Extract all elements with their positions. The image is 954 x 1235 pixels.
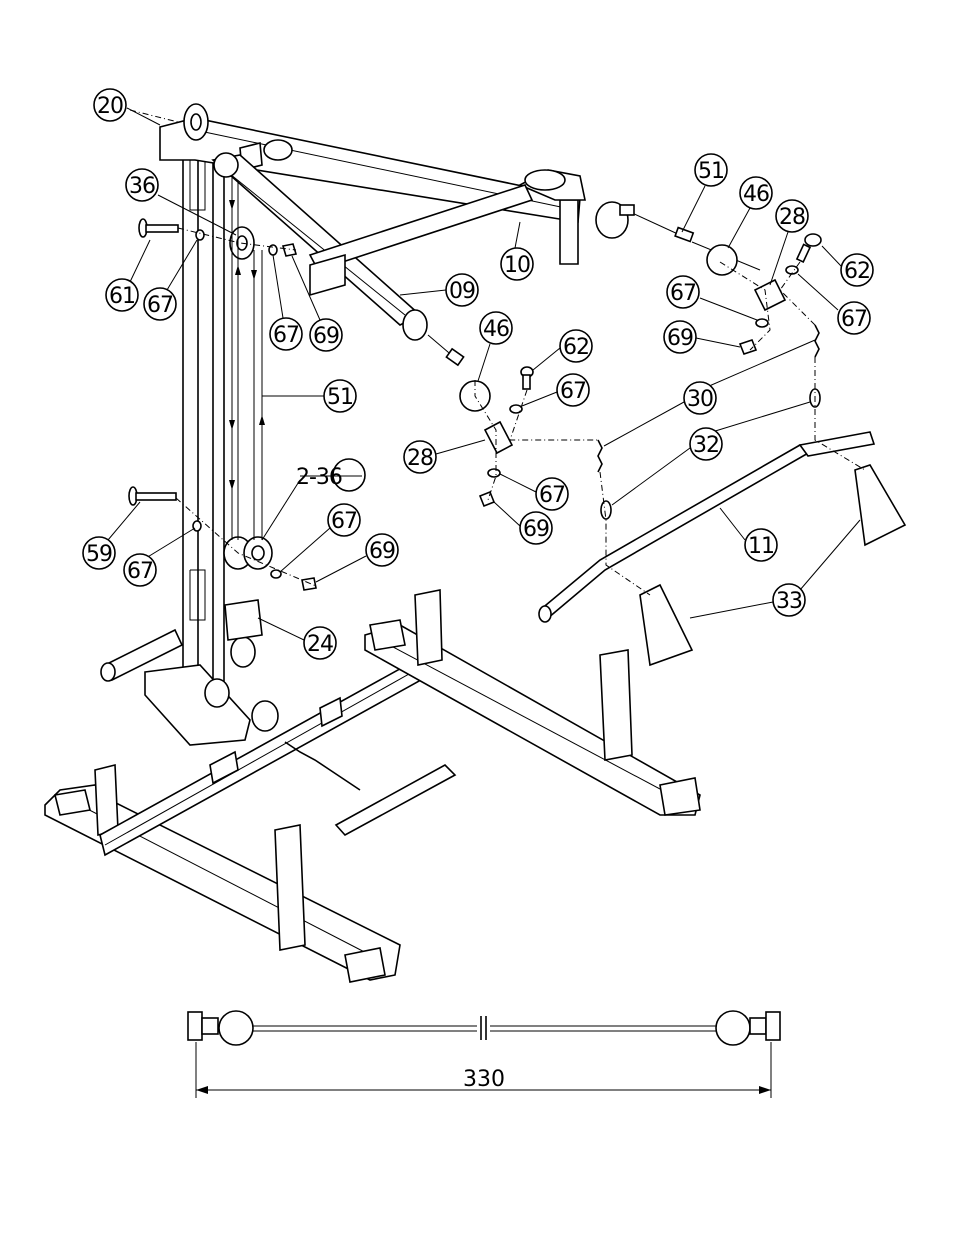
svg-text:62: 62 — [844, 259, 870, 284]
cable-end-right — [765, 1011, 781, 1041]
callout-46-right: 46 — [727, 176, 773, 249]
callout-67-lower-pulley: 67 — [279, 503, 361, 573]
svg-text:09: 09 — [449, 279, 475, 304]
callout-67-left: 67 — [143, 239, 198, 321]
callout-61: 61 — [105, 239, 151, 312]
callout-28-right: 28 — [769, 199, 809, 286]
svg-text:51: 51 — [327, 385, 353, 410]
svg-text:69: 69 — [667, 326, 693, 351]
gym-frame — [44, 117, 701, 983]
svg-text:59: 59 — [86, 542, 112, 567]
svg-text:67: 67 — [273, 323, 299, 348]
svg-text:67: 67 — [841, 307, 867, 332]
callout-36: 36 — [125, 168, 237, 236]
svg-text:10: 10 — [504, 253, 530, 278]
svg-text:67: 67 — [127, 559, 153, 584]
svg-text:67: 67 — [331, 509, 357, 534]
callout-11: 11 — [719, 507, 778, 562]
cable-detail: 330 — [187, 1010, 781, 1098]
svg-text:20: 20 — [97, 94, 123, 119]
svg-text:46: 46 — [483, 317, 509, 342]
svg-text:28: 28 — [779, 205, 805, 230]
callout-67-right-top: 67 — [666, 275, 758, 321]
svg-text:67: 67 — [147, 293, 173, 318]
svg-text:36: 36 — [129, 174, 155, 199]
callout-10: 10 — [500, 221, 534, 281]
callout-69-middle: 69 — [493, 501, 553, 545]
callout-69-right: 69 — [663, 320, 741, 354]
svg-text:2-36: 2-36 — [296, 465, 342, 490]
svg-text:69: 69 — [313, 324, 339, 349]
svg-text:46: 46 — [743, 182, 769, 207]
svg-text:24: 24 — [307, 632, 333, 657]
callout-51-vertical: 51 — [262, 379, 357, 413]
svg-text:62: 62 — [563, 335, 589, 360]
callout-62-middle: 62 — [532, 329, 593, 371]
callout-33: 33 — [689, 519, 861, 619]
pulleys — [183, 103, 629, 732]
callout-59: 59 — [82, 501, 141, 570]
svg-text:11: 11 — [748, 534, 774, 559]
svg-text:67: 67 — [560, 379, 586, 404]
dimension-label: 330 — [463, 1067, 505, 1092]
callout-46-middle: 46 — [477, 311, 513, 382]
stopper-ball-left — [218, 1010, 254, 1046]
svg-text:69: 69 — [369, 539, 395, 564]
callout-09: 09 — [399, 273, 479, 307]
svg-text:28: 28 — [407, 446, 433, 471]
callout-2-36: 2-36 — [261, 458, 366, 541]
callout-69-lower: 69 — [315, 533, 399, 583]
svg-text:32: 32 — [693, 433, 719, 458]
callout-28-middle: 28 — [403, 439, 486, 474]
callout-24: 24 — [257, 617, 337, 660]
cable-end-left — [187, 1011, 203, 1041]
svg-text:30: 30 — [687, 387, 713, 412]
callout-51-top-right: 51 — [681, 153, 728, 233]
svg-text:61: 61 — [109, 284, 135, 309]
callout-67-middle: 67 — [521, 373, 590, 407]
svg-text:51: 51 — [698, 159, 724, 184]
callout-67-right-bottom: 67 — [797, 273, 871, 335]
callout-67-middle-lower: 67 — [499, 473, 569, 511]
callout-20: 20 — [93, 88, 161, 126]
svg-text:67: 67 — [539, 483, 565, 508]
svg-text:69: 69 — [523, 517, 549, 542]
callout-69: 69 — [291, 255, 343, 352]
callouts: 20 36 61 67 67 69 09 — [82, 88, 874, 660]
callout-32: 32 — [611, 401, 811, 506]
callout-67-right: 67 — [269, 254, 303, 351]
svg-text:33: 33 — [776, 589, 802, 614]
cables — [229, 175, 761, 540]
svg-text:67: 67 — [670, 281, 696, 306]
fasteners — [100, 218, 907, 837]
stopper-ball-right — [715, 1010, 751, 1046]
assembly-lines — [129, 109, 866, 596]
callout-30: 30 — [603, 339, 816, 447]
callout-67-lower-left: 67 — [123, 527, 196, 587]
callout-62-right: 62 — [821, 245, 874, 287]
